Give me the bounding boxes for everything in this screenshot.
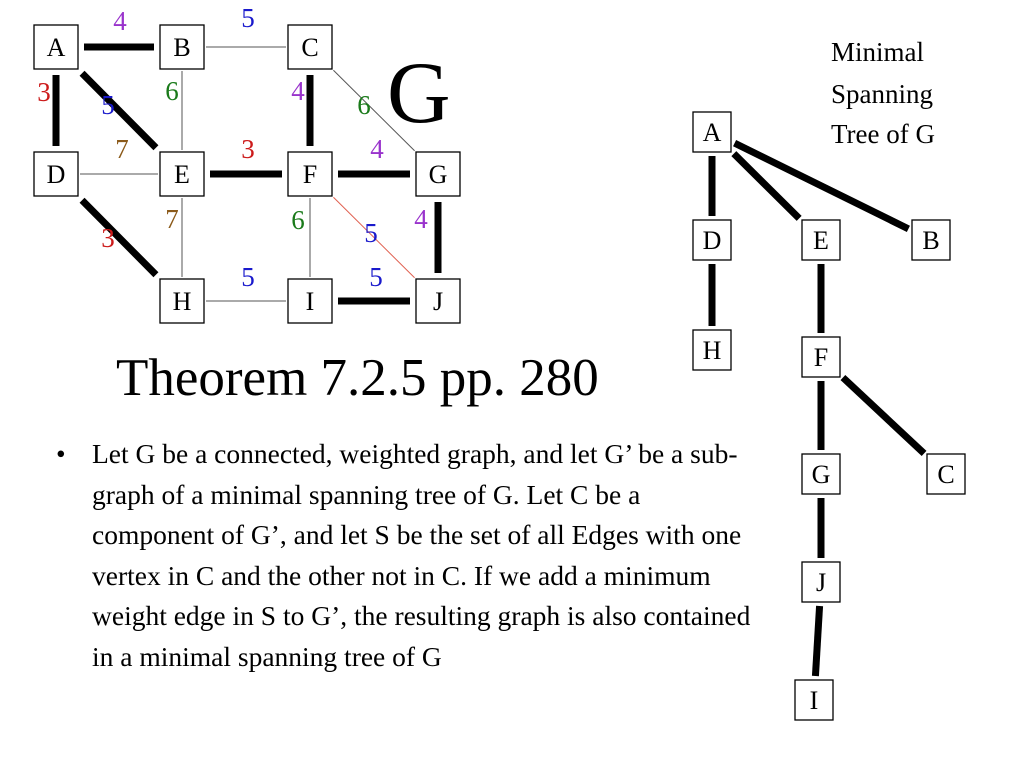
graph-g-label: G [387, 45, 451, 142]
node-label: F [814, 343, 828, 372]
graph-g-node-d: D [33, 151, 79, 197]
edge-weight-c-g: 6 [357, 90, 371, 120]
graph-g-edge-d-h [79, 197, 159, 278]
theorem-text: Let G be a connected, weighted graph, an… [92, 438, 751, 672]
mst-node-j: J [801, 561, 841, 603]
graph-g-node-b: B [159, 24, 205, 70]
node-label: J [433, 287, 443, 316]
mst-title-line-2: Spanning [831, 79, 933, 109]
graph-g-edge-c-g [333, 69, 415, 152]
edge-weight-i-j: 5 [369, 262, 383, 292]
mst-node-a: A [692, 111, 732, 153]
graph-g-node-i: I [287, 278, 333, 324]
mst-node-b: B [911, 219, 951, 261]
mst-node-c: C [926, 453, 966, 495]
graph-g-node-h: H [159, 278, 205, 324]
edge-weight-f-j: 5 [364, 218, 378, 248]
graph-g-node-c: C [287, 24, 333, 70]
graph-g-weights: 4 5 3 5 6 4 6 7 3 4 3 7 6 5 4 5 5 [37, 3, 428, 292]
mst-node-g: G [801, 453, 841, 495]
edge-weight-f-g: 4 [370, 134, 384, 164]
edge-weight-d-h: 3 [101, 223, 115, 253]
edge-weight-h-i: 5 [241, 262, 255, 292]
mst-title: Minimal Spanning Tree of G [831, 37, 940, 149]
edge-weight-e-f: 3 [241, 134, 255, 164]
theorem-statement: • Let G be a connected, weighted graph, … [56, 434, 762, 677]
graph-g-edge-f-j [333, 196, 415, 279]
mst-node-e: E [801, 219, 841, 261]
graph-g-nodes: A B C D E F G H I J [33, 24, 461, 324]
edge-weight-b-e: 6 [165, 76, 179, 106]
node-label: G [812, 460, 831, 489]
mst-title-line-3: Tree of G [831, 119, 935, 149]
edge-weight-f-i: 6 [291, 205, 305, 235]
edge-weight-d-e: 7 [115, 134, 129, 164]
mst-node-h: H [692, 329, 732, 371]
mst-edges [708, 139, 927, 677]
graph-g-node-g: G [415, 151, 461, 197]
edge-weight-a-e: 5 [101, 90, 115, 120]
mst-nodes: A D E B H F C G J I [692, 111, 966, 721]
mst-edge-f-c [840, 374, 927, 457]
node-label: I [306, 287, 315, 316]
node-label: B [922, 226, 939, 255]
node-label: E [813, 226, 829, 255]
graph-g-edges [52, 43, 442, 305]
node-label: A [703, 118, 722, 147]
node-label: D [703, 226, 722, 255]
edge-weight-g-j: 4 [414, 204, 428, 234]
node-label: D [47, 160, 66, 189]
mst-node-f: F [801, 336, 841, 378]
bullet-marker: • [56, 438, 66, 469]
mst-node-i: I [794, 679, 834, 721]
graph-g-node-e: E [159, 151, 205, 197]
node-label: I [810, 686, 819, 715]
mst-node-d: D [692, 219, 732, 261]
graph-g-node-a: A [33, 24, 79, 70]
theorem-heading: Theorem 7.2.5 pp. 280 [116, 349, 599, 407]
node-label: H [703, 336, 722, 365]
node-label: E [174, 160, 190, 189]
node-label: A [47, 33, 66, 62]
node-label: J [816, 568, 826, 597]
node-label: C [937, 460, 954, 489]
graph-g-edge-a-e [79, 70, 159, 151]
edge-weight-a-b: 4 [113, 6, 127, 36]
node-label: F [303, 160, 317, 189]
mst-edge-j-i [811, 605, 824, 677]
mst-edge-a-b [733, 139, 910, 233]
mst-title-line-1: Minimal [831, 37, 924, 67]
edge-weight-c-f: 4 [291, 76, 305, 106]
graph-g-node-j: J [415, 278, 461, 324]
mst-edge-a-e [731, 151, 802, 221]
graph-g-node-f: F [287, 151, 333, 197]
edge-weight-b-c: 5 [241, 3, 255, 33]
edge-weight-a-d: 3 [37, 77, 51, 107]
edge-weight-e-h: 7 [165, 204, 179, 234]
node-label: C [301, 33, 318, 62]
node-label: H [173, 287, 192, 316]
node-label: B [173, 33, 190, 62]
node-label: G [429, 160, 448, 189]
